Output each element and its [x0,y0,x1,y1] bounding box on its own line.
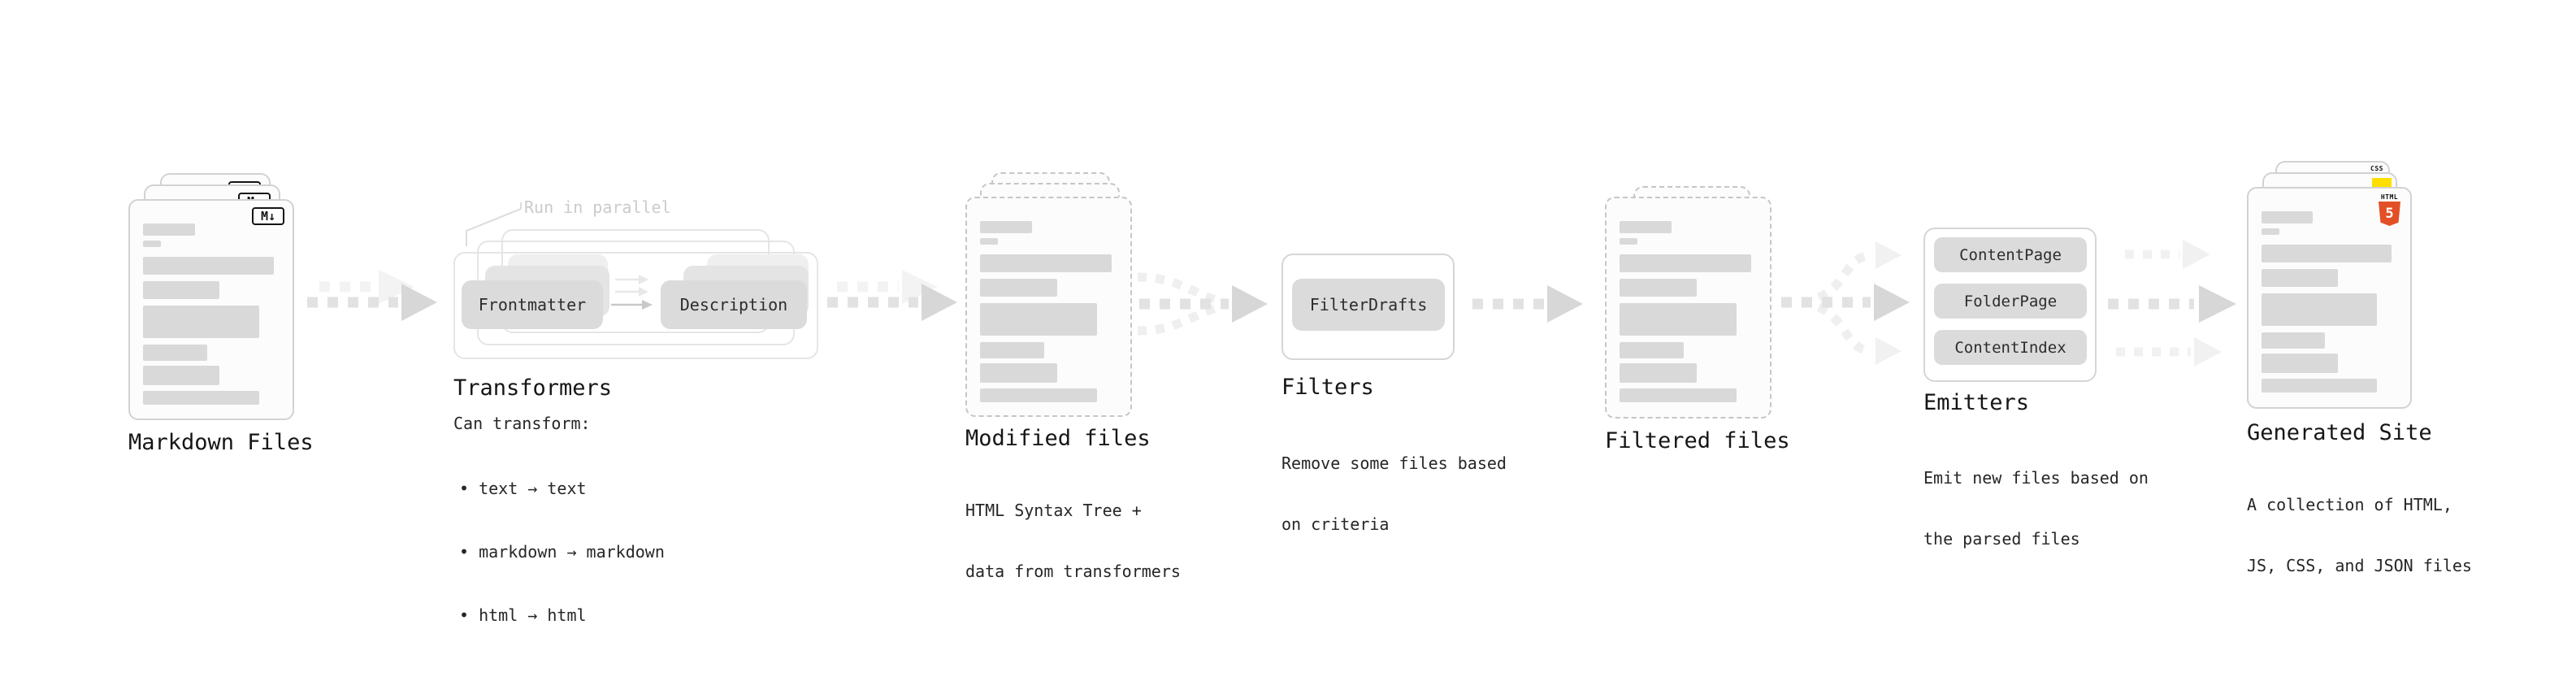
emitter-node-contentpage: ContentPage [1934,237,2087,272]
desc-line: on criteria [1281,514,1390,534]
arrow-modified-to-filters [1137,272,1268,336]
stage-desc: A collection of HTML, JS, CSS, and JSON … [2247,454,2472,617]
html5-badge-number: 5 [2385,205,2394,222]
arrow-emitters-to-generated [2108,240,2236,367]
bullet-item: • html → html [459,605,587,625]
stage-desc: Emit new files based on the parsed files [1923,427,2149,590]
desc-line: data from transformers [965,562,1181,581]
doc-content-bars [980,221,1117,402]
stage-desc: Remove some files based on criteria [1281,413,1507,575]
doc-card-front [1605,197,1772,419]
transformer-node-frontmatter: Frontmatter [462,280,603,329]
stage-label: Generated Site [2247,420,2432,445]
desc-line: HTML Syntax Tree + [965,501,1142,520]
doc-content-bars [1620,221,1757,402]
stage-label: Filtered files [1605,428,1790,453]
emitter-node-folderpage: FolderPage [1934,284,2087,319]
doc-card-front: HTML 5 [2247,187,2412,409]
desc-line: Remove some files based [1281,453,1507,473]
transformer-node-description: Description [661,280,807,329]
run-in-parallel-callout: Run in parallel [524,197,671,217]
stage-title: Filters [1281,375,1374,400]
stage-desc: HTML Syntax Tree + data from transformer… [965,460,1181,622]
stage-title: Transformers [453,375,613,401]
transformer-container-front [453,252,818,359]
filter-node-filterdrafts: FilterDrafts [1292,279,1445,331]
arrow-markdown-to-transformers [307,270,437,321]
emitter-node-contentindex: ContentIndex [1934,330,2087,365]
arrow-filtered-to-emitters [1781,241,1910,365]
parallel-arrows-icon [611,275,653,310]
desc-line: the parsed files [1923,529,2080,549]
arrow-filters-to-filtered [1472,285,1583,323]
html5-badge-word: HTML [2380,193,2399,201]
transformers-desc-heading: Can transform: [453,414,591,433]
transformers-bullet-list: • text → text • markdown → markdown • ht… [459,436,665,668]
desc-line: JS, CSS, and JSON files [2247,556,2472,575]
html5-shield: 5 [2379,202,2400,226]
doc-content-bars [143,223,280,405]
desc-line: Emit new files based on [1923,468,2149,488]
stage-label: Markdown Files [128,430,314,455]
css-badge-label: CSS [2370,165,2383,172]
desc-line: A collection of HTML, [2247,495,2452,514]
arrow-transformers-to-modified [827,270,957,321]
html5-icon: HTML 5 [2379,193,2400,226]
doc-content-bars [2262,211,2397,393]
bullet-item: • text → text [459,479,587,498]
run-in-parallel-callout-line [466,202,522,246]
stage-title: Emitters [1923,390,2030,415]
bullet-item: • markdown → markdown [459,542,665,562]
stage-label: Modified files [965,426,1151,451]
doc-card-front: M↓ [128,199,294,420]
doc-card-front [965,197,1132,417]
markdown-icon: M↓ [252,207,284,225]
